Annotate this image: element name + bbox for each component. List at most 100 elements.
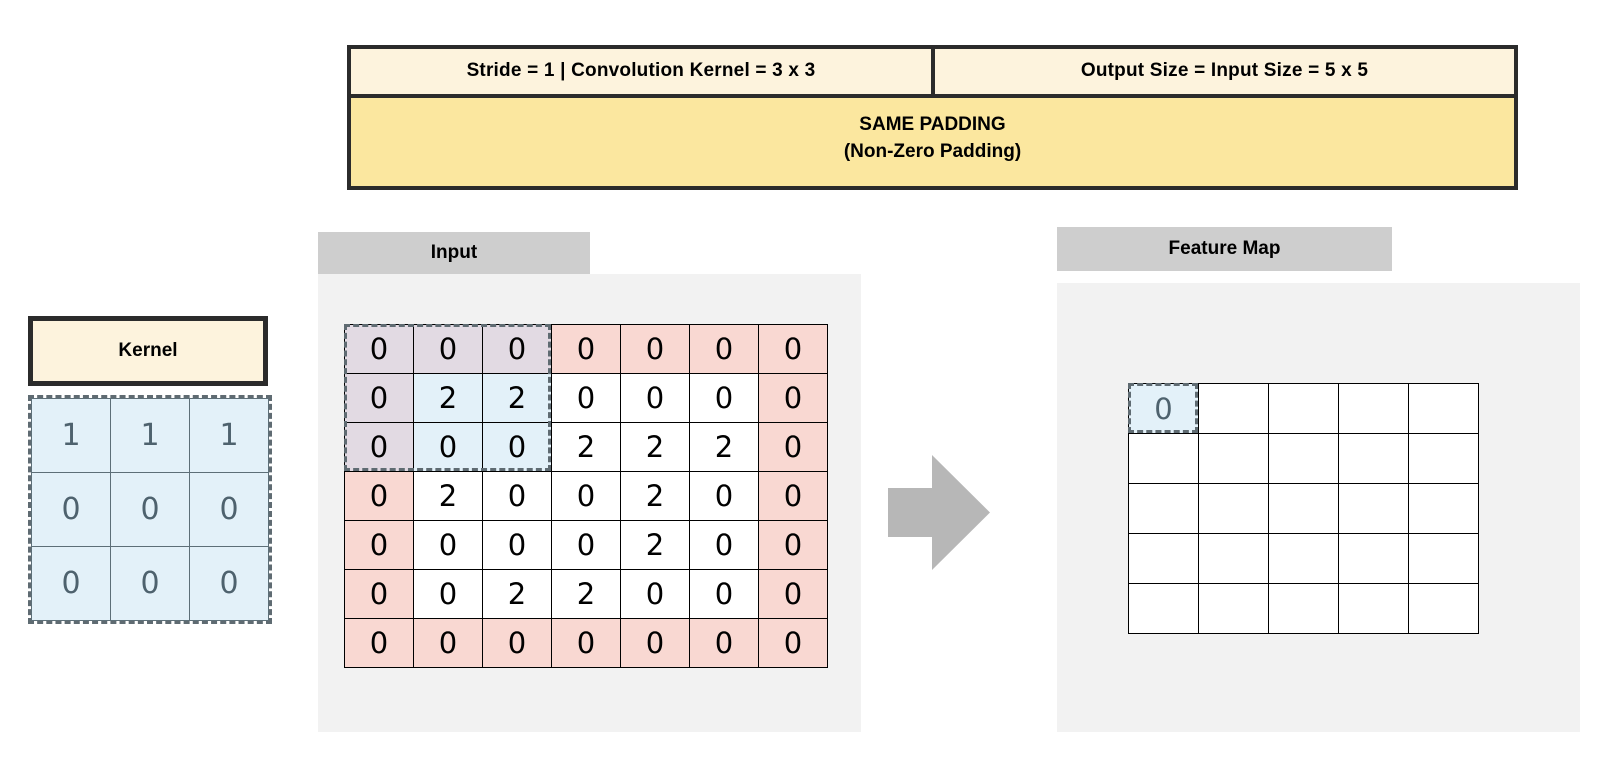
- feature-map-cell-4-3: [1338, 583, 1409, 634]
- input-title: Input: [318, 232, 590, 274]
- feature-map-cell-2-0: [1128, 483, 1199, 534]
- kernel-title: Kernel: [28, 316, 268, 386]
- input-cell-0-3: 0: [551, 324, 621, 374]
- input-cell-2-4: 2: [620, 422, 690, 472]
- input-cell-0-6: 0: [758, 324, 828, 374]
- kernel-cell-0-2: 1: [189, 398, 269, 473]
- input-cell-5-4: 0: [620, 569, 690, 619]
- input-cell-5-0: 0: [344, 569, 414, 619]
- header-top-row: Stride = 1 | Convolution Kernel = 3 x 3 …: [347, 45, 1518, 94]
- input-cell-3-0: 0: [344, 471, 414, 521]
- input-cell-0-4: 0: [620, 324, 690, 374]
- input-cell-1-3: 0: [551, 373, 621, 423]
- kernel-cell-2-2: 0: [189, 546, 269, 621]
- feature-map-grid: 0: [1128, 383, 1479, 634]
- input-cell-4-4: 2: [620, 520, 690, 570]
- feature-map-row: [1128, 433, 1479, 484]
- stride-kernel-label: Stride = 1 | Convolution Kernel = 3 x 3: [351, 49, 935, 94]
- input-cell-5-3: 2: [551, 569, 621, 619]
- input-cell-6-5: 0: [689, 618, 759, 668]
- padding-mode-banner: SAME PADDING (Non-Zero Padding): [347, 94, 1518, 190]
- input-cell-2-2: 0: [482, 422, 552, 472]
- kernel-cell-2-0: 0: [31, 546, 111, 621]
- feature-map-cell-4-4: [1408, 583, 1479, 634]
- input-cell-2-1: 0: [413, 422, 483, 472]
- input-cell-0-5: 0: [689, 324, 759, 374]
- feature-map-cell-2-4: [1408, 483, 1479, 534]
- feature-map-row: 0: [1128, 383, 1479, 434]
- feature-map-cell-2-1: [1198, 483, 1269, 534]
- input-cell-4-1: 0: [413, 520, 483, 570]
- feature-map-cell-3-1: [1198, 533, 1269, 584]
- input-cell-5-6: 0: [758, 569, 828, 619]
- info-header: Stride = 1 | Convolution Kernel = 3 x 3 …: [347, 45, 1518, 190]
- input-cell-1-6: 0: [758, 373, 828, 423]
- input-cell-3-5: 0: [689, 471, 759, 521]
- feature-map-cell-1-4: [1408, 433, 1479, 484]
- feature-map-cell-0-1: [1198, 383, 1269, 434]
- input-cell-3-6: 0: [758, 471, 828, 521]
- feature-map-cell-1-3: [1338, 433, 1409, 484]
- input-cell-1-1: 2: [413, 373, 483, 423]
- input-cell-2-3: 2: [551, 422, 621, 472]
- kernel-cell-1-0: 0: [31, 472, 111, 547]
- feature-map-row: [1128, 483, 1479, 534]
- feature-map-cell-4-2: [1268, 583, 1339, 634]
- kernel-cell-0-0: 1: [31, 398, 111, 473]
- input-cell-1-4: 0: [620, 373, 690, 423]
- feature-map-row: [1128, 533, 1479, 584]
- input-cell-3-2: 0: [482, 471, 552, 521]
- feature-map-cell-0-3: [1338, 383, 1409, 434]
- input-cell-5-1: 0: [413, 569, 483, 619]
- input-cell-3-3: 0: [551, 471, 621, 521]
- padding-mode-subtitle: (Non-Zero Padding): [843, 140, 1022, 162]
- feature-map-row: [1128, 583, 1479, 634]
- input-cell-0-0: 0: [344, 324, 414, 374]
- input-cell-1-0: 0: [344, 373, 414, 423]
- feature-map-cell-0-0: 0: [1128, 383, 1199, 434]
- input-cell-6-4: 0: [620, 618, 690, 668]
- input-cell-6-2: 0: [482, 618, 552, 668]
- feature-map-cell-3-4: [1408, 533, 1479, 584]
- kernel-cell-2-1: 0: [110, 546, 190, 621]
- input-cell-6-1: 0: [413, 618, 483, 668]
- feature-map-cell-2-3: [1338, 483, 1409, 534]
- feature-map-table: 0: [1128, 383, 1479, 634]
- kernel-cell-1-1: 0: [110, 472, 190, 547]
- input-cell-6-6: 0: [758, 618, 828, 668]
- feature-map-title: Feature Map: [1057, 227, 1392, 271]
- input-cell-4-5: 0: [689, 520, 759, 570]
- input-cell-4-2: 0: [482, 520, 552, 570]
- input-cell-2-0: 0: [344, 422, 414, 472]
- input-cell-4-6: 0: [758, 520, 828, 570]
- right-arrow-icon: [888, 455, 990, 570]
- input-cell-6-3: 0: [551, 618, 621, 668]
- input-cell-4-0: 0: [344, 520, 414, 570]
- kernel-cell-1-2: 0: [189, 472, 269, 547]
- input-cell-1-2: 2: [482, 373, 552, 423]
- input-cell-3-1: 2: [413, 471, 483, 521]
- feature-map-cell-2-2: [1268, 483, 1339, 534]
- input-cell-4-3: 0: [551, 520, 621, 570]
- feature-map-cell-4-0: [1128, 583, 1199, 634]
- feature-map-cell-1-0: [1128, 433, 1199, 484]
- input-cell-5-5: 0: [689, 569, 759, 619]
- feature-map-cell-1-1: [1198, 433, 1269, 484]
- feature-map-cell-0-4: [1408, 383, 1479, 434]
